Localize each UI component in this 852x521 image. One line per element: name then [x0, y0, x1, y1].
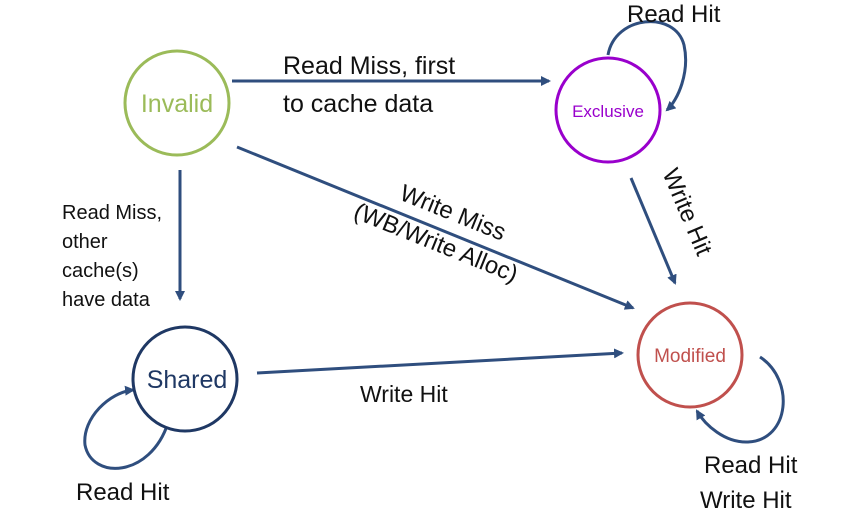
- label-invalid-to-shared-line3: cache(s): [62, 260, 139, 282]
- state-modified-circle: [636, 301, 744, 409]
- label-modified-self-line2: Write Hit: [700, 487, 792, 514]
- state-exclusive: Exclusive: [554, 56, 662, 164]
- label-invalid-to-exclusive-line1: Read Miss, first: [283, 52, 455, 80]
- state-shared: Shared: [131, 325, 239, 433]
- label-invalid-to-shared-line4: have data: [62, 289, 151, 311]
- state-invalid-label: Invalid: [141, 90, 213, 118]
- state-invalid-circle: [123, 49, 231, 157]
- label-shared-to-modified: Write Hit: [360, 381, 448, 407]
- arrow-exclusive-self-loop: [606, 20, 688, 112]
- label-shared-self: Read Hit: [76, 479, 170, 506]
- arrow-shared-self-loop: [83, 385, 170, 470]
- state-invalid: Invalid: [123, 49, 231, 157]
- state-exclusive-circle: [554, 56, 662, 164]
- arrow-shared-to-modified: [256, 348, 624, 375]
- label-exclusive-to-modified: Write Hit: [657, 165, 718, 260]
- label-invalid-to-shared-line2: other: [62, 231, 108, 253]
- label-modified-self-line1: Read Hit: [704, 452, 798, 479]
- state-shared-label: Shared: [147, 366, 228, 394]
- label-invalid-to-exclusive-line2: to cache data: [283, 90, 433, 118]
- arrow-invalid-to-modified: [236, 145, 635, 310]
- state-modified: Modified: [636, 301, 744, 409]
- transition-arrows: [83, 20, 785, 470]
- arrow-modified-self-loop: [695, 355, 785, 444]
- label-exclusive-self: Read Hit: [627, 1, 721, 28]
- arrow-exclusive-to-modified: [629, 177, 677, 285]
- state-modified-label: Modified: [654, 346, 726, 367]
- state-shared-circle: [131, 325, 239, 433]
- label-invalid-to-shared-line1: Read Miss,: [62, 202, 162, 224]
- state-exclusive-label: Exclusive: [572, 102, 644, 121]
